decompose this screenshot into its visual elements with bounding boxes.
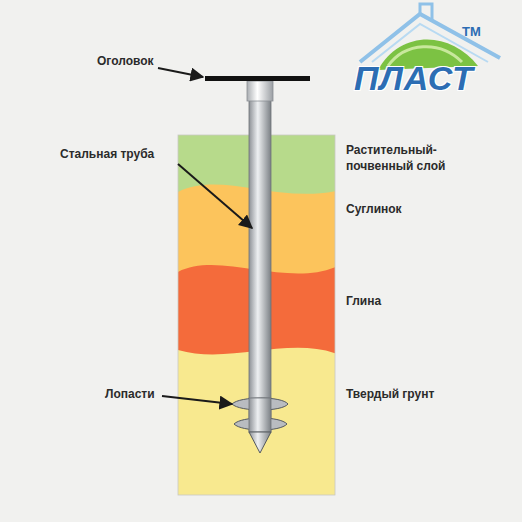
pipe-neck — [247, 81, 273, 101]
leader-line — [162, 396, 232, 404]
part-label: Стальная труба — [60, 146, 154, 162]
leader-line — [158, 68, 203, 77]
layer-label: Глина — [346, 293, 381, 309]
layer-label: Растительный- почвенный слой — [346, 142, 458, 174]
layer-label: Твердый грунт — [346, 386, 434, 402]
logo-text: ПЛАСТ — [354, 60, 474, 96]
layer-label: Суглинок — [346, 201, 402, 217]
steel-pipe — [249, 100, 271, 432]
leader-line — [178, 164, 252, 228]
blades — [232, 398, 288, 453]
trademark: ТМ — [462, 24, 481, 40]
part-label: Оголовок — [97, 53, 154, 69]
part-label: Лопасти — [105, 386, 155, 402]
cap-plate — [205, 76, 310, 81]
